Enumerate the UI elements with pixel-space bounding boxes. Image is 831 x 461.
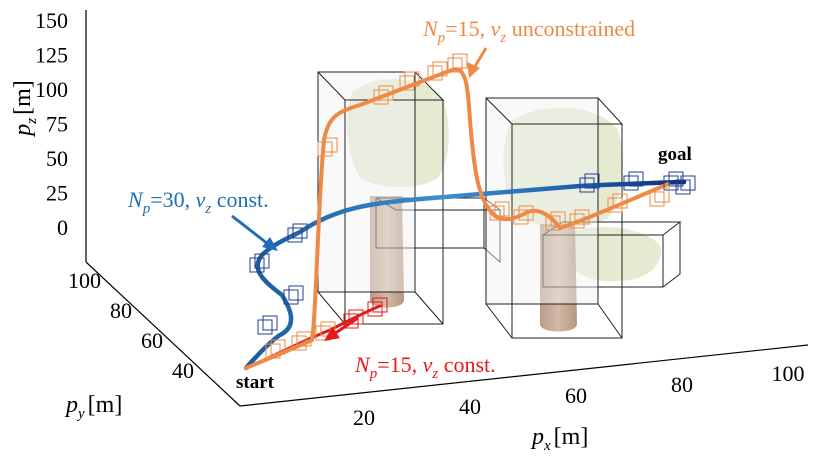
x-tick-100: 100 xyxy=(772,361,805,386)
z-tick-100: 100 xyxy=(35,77,68,102)
y-ticks: 40 60 80 100 xyxy=(68,268,194,383)
z-tick-0: 0 xyxy=(57,215,68,240)
x-ticks: 20 40 60 80 100 xyxy=(353,361,805,430)
z-axis-label: pz[m] xyxy=(10,80,40,138)
z-ticks: 0 25 50 75 100 125 150 xyxy=(35,8,68,240)
y-tick-60: 60 xyxy=(141,328,163,353)
y-tick-100: 100 xyxy=(68,268,101,293)
x-tick-40: 40 xyxy=(459,394,481,419)
horizon-boxes-np15c xyxy=(343,297,388,329)
label-np15u: Np=15, vz unconstrained xyxy=(422,16,635,46)
z-tick-75: 75 xyxy=(46,112,68,137)
arrow-np15c xyxy=(324,316,359,341)
horizon-boxes-np15u xyxy=(265,53,670,359)
z-tick-125: 125 xyxy=(35,43,68,68)
label-np30: Np=30, vz const. xyxy=(127,187,269,217)
obstacle-left xyxy=(317,71,502,325)
x-tick-20: 20 xyxy=(353,405,375,430)
axes-frame xyxy=(85,10,809,407)
z-tick-50: 50 xyxy=(46,146,68,171)
x-axis-label: px[m] xyxy=(530,424,588,454)
x-tick-60: 60 xyxy=(565,383,587,408)
arrow-np15u xyxy=(467,47,488,78)
x-axis-line xyxy=(239,344,809,407)
y-tick-40: 40 xyxy=(172,358,194,383)
obstacle-right xyxy=(485,97,682,339)
goal-label: goal xyxy=(658,144,692,165)
y-axis-label: py[m] xyxy=(64,392,122,422)
y-tick-80: 80 xyxy=(110,298,132,323)
arrow-np30 xyxy=(231,214,278,251)
y-axis-line xyxy=(85,261,241,407)
x-tick-80: 80 xyxy=(671,372,693,397)
z-tick-25: 25 xyxy=(46,181,68,206)
label-np15c: Np=15, vz const. xyxy=(354,352,496,382)
series-line-np15u xyxy=(244,67,670,370)
horizon-boxes-np30 xyxy=(249,171,696,335)
z-tick-150: 150 xyxy=(35,8,68,33)
start-label: start xyxy=(236,372,275,393)
